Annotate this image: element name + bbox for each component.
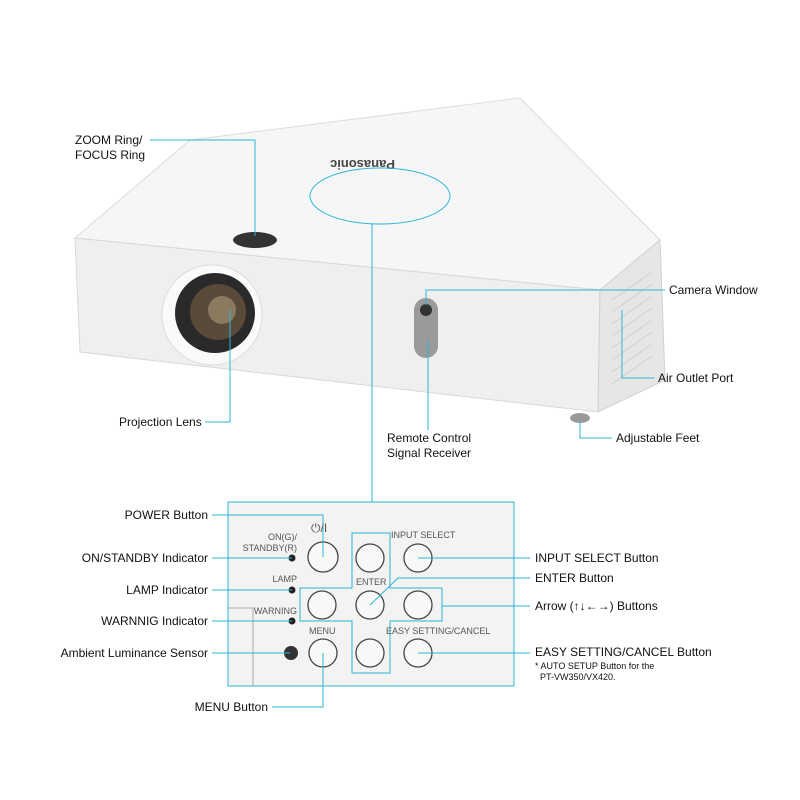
on-standby-print-line1: ON(G)/ (268, 532, 297, 542)
on-standby-print: ON(G)/STANDBY(R) (243, 532, 297, 554)
adjustable-feet-label: Adjustable Feet (616, 431, 700, 445)
menu-button-label: MENU Button (194, 700, 268, 714)
projection-lens-label: Projection Lens (119, 415, 202, 429)
air-outlet-label: Air Outlet Port (658, 371, 734, 385)
lamp-print: LAMP (272, 574, 297, 584)
adjustable-foot (570, 413, 590, 423)
arrow-down-button[interactable] (355, 638, 385, 668)
leader-lines (150, 139, 665, 708)
ambient-luminance-sensor (284, 646, 298, 660)
enter-button-label: ENTER Button (535, 571, 614, 585)
arrow-up-button[interactable] (355, 543, 385, 573)
brand-logo: Panasonic (330, 157, 395, 172)
on-standby-print-line2: STANDBY(R) (242, 543, 297, 553)
zoom-ring (233, 232, 277, 248)
remote-receiver-label-line1: Remote Control (387, 431, 472, 445)
enter-print: ENTER (356, 577, 387, 587)
warning-indicator-label: WARNNIG Indicator (101, 614, 208, 628)
zoom-ring-label-line1: ZOOM Ring/ (75, 133, 143, 147)
on-standby-indicator-label: ON/STANDBY Indicator (81, 551, 208, 565)
camera-window-label: Camera Window (669, 283, 758, 297)
footnote-line2: PT-VW350/VX420. (540, 672, 616, 682)
zoom-ring-label-line2: FOCUS Ring (75, 148, 146, 162)
ambient-sensor-label: Ambient Luminance Sensor (60, 646, 208, 660)
projector-side-face (597, 238, 666, 413)
arrow-left-button[interactable] (307, 590, 337, 620)
easy-setting-print: EASY SETTING/CANCEL (386, 626, 491, 636)
lamp-indicator-label: LAMP Indicator (126, 583, 208, 597)
input-select-print: INPUT SELECT (391, 530, 456, 540)
warning-print: WARNING (253, 606, 297, 616)
arrow-right-button[interactable] (403, 590, 433, 620)
easy-setting-button-label: EASY SETTING/CANCEL Button (535, 645, 712, 659)
camera-window (414, 298, 438, 358)
power-symbol: ⏻/I (311, 521, 328, 535)
arrow-buttons-label: Arrow (↑↓←→) Buttons (535, 599, 658, 613)
footnote-line1: * AUTO SETUP Button for the (535, 661, 655, 671)
zoom-ring-label: ZOOM Ring/FOCUS Ring (75, 133, 145, 163)
arrow-cross-outline (299, 532, 443, 674)
remote-receiver-label-line2: Signal Receiver (387, 446, 472, 460)
control-panel-highlight (309, 167, 451, 225)
menu-print: MENU (309, 626, 336, 636)
input-select-button-label: INPUT SELECT Button (535, 551, 659, 565)
power-button-label: POWER Button (124, 508, 208, 522)
